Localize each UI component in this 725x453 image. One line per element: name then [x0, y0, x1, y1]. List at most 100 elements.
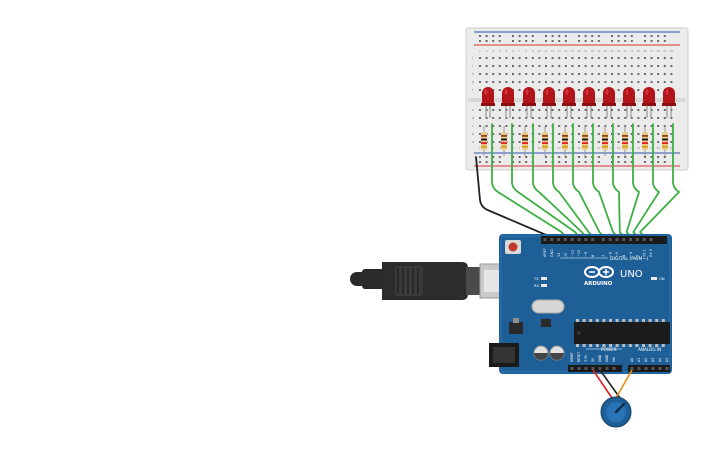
terminal-hole[interactable] [564, 81, 567, 83]
digital-pin[interactable] [550, 238, 554, 241]
resistor-10[interactable] [662, 126, 668, 156]
rail-hole[interactable] [624, 156, 627, 158]
terminal-hole[interactable] [670, 57, 673, 59]
digital-pin[interactable] [570, 238, 574, 241]
terminal-hole[interactable] [663, 117, 666, 119]
rail-hole[interactable] [584, 161, 587, 163]
rail-hole[interactable] [578, 40, 580, 42]
terminal-hole[interactable] [558, 57, 561, 59]
rail-hole[interactable] [518, 156, 521, 158]
wire-pot-gnd[interactable] [599, 369, 621, 399]
terminal-hole[interactable] [584, 81, 587, 83]
terminal-hole[interactable] [630, 65, 633, 67]
rail-hole[interactable] [630, 35, 633, 37]
terminal-hole[interactable] [518, 117, 521, 119]
terminal-hole[interactable] [630, 125, 633, 127]
terminal-hole[interactable] [498, 65, 501, 67]
rail-hole[interactable] [630, 156, 633, 158]
digital-pin[interactable] [563, 238, 567, 241]
rail-hole[interactable] [663, 156, 666, 158]
terminal-hole[interactable] [644, 73, 646, 75]
terminal-hole[interactable] [551, 65, 554, 67]
terminal-hole[interactable] [604, 109, 607, 111]
terminal-hole[interactable] [479, 117, 481, 119]
terminal-hole[interactable] [538, 117, 541, 119]
rail-hole[interactable] [644, 40, 646, 42]
terminal-hole[interactable] [518, 125, 521, 127]
terminal-hole[interactable] [538, 125, 541, 127]
terminal-hole[interactable] [525, 57, 528, 59]
terminal-hole[interactable] [597, 125, 600, 127]
rail-hole[interactable] [650, 156, 653, 158]
terminal-hole[interactable] [518, 133, 521, 135]
terminal-hole[interactable] [512, 133, 514, 135]
resistor-3[interactable] [522, 126, 528, 156]
terminal-hole[interactable] [604, 73, 607, 75]
terminal-hole[interactable] [624, 81, 627, 83]
rail-hole[interactable] [584, 35, 587, 37]
terminal-hole[interactable] [611, 117, 613, 119]
terminal-hole[interactable] [637, 65, 640, 67]
terminal-hole[interactable] [644, 81, 646, 83]
terminal-hole[interactable] [617, 133, 620, 135]
terminal-hole[interactable] [591, 65, 594, 67]
terminal-hole[interactable] [538, 141, 541, 143]
terminal-hole[interactable] [545, 125, 547, 127]
terminal-hole[interactable] [531, 65, 534, 67]
led-1[interactable] [481, 87, 495, 118]
rail-hole[interactable] [498, 161, 501, 163]
rail-hole[interactable] [485, 156, 488, 158]
terminal-hole[interactable] [597, 133, 600, 135]
terminal-hole[interactable] [525, 81, 528, 83]
terminal-hole[interactable] [518, 81, 521, 83]
terminal-hole[interactable] [551, 109, 554, 111]
rail-hole[interactable] [597, 35, 600, 37]
terminal-hole[interactable] [617, 81, 620, 83]
rail-hole[interactable] [558, 35, 561, 37]
terminal-hole[interactable] [591, 81, 594, 83]
rail-hole[interactable] [663, 40, 666, 42]
terminal-hole[interactable] [485, 73, 488, 75]
terminal-hole[interactable] [584, 57, 587, 59]
terminal-hole[interactable] [597, 73, 600, 75]
terminal-hole[interactable] [617, 109, 620, 111]
terminal-hole[interactable] [584, 125, 587, 127]
power-pin[interactable] [605, 367, 609, 370]
terminal-hole[interactable] [492, 133, 495, 135]
power-pin[interactable] [584, 367, 588, 370]
terminal-hole[interactable] [479, 65, 481, 67]
terminal-hole[interactable] [525, 109, 528, 111]
terminal-hole[interactable] [597, 81, 600, 83]
digital-pin[interactable] [642, 238, 646, 241]
terminal-hole[interactable] [479, 125, 481, 127]
digital-pin[interactable] [591, 238, 595, 241]
terminal-hole[interactable] [479, 81, 481, 83]
digital-pin[interactable] [622, 238, 626, 241]
terminal-hole[interactable] [624, 109, 627, 111]
terminal-hole[interactable] [578, 65, 580, 67]
terminal-hole[interactable] [505, 81, 508, 83]
terminal-hole[interactable] [663, 65, 666, 67]
terminal-hole[interactable] [650, 57, 653, 59]
terminal-hole[interactable] [637, 125, 640, 127]
terminal-hole[interactable] [558, 141, 561, 143]
terminal-hole[interactable] [571, 109, 574, 111]
digital-pin[interactable] [543, 238, 547, 241]
terminal-hole[interactable] [512, 57, 514, 59]
rail-hole[interactable] [657, 40, 660, 42]
rail-hole[interactable] [657, 161, 660, 163]
analog-pin[interactable] [658, 367, 662, 370]
rail-hole[interactable] [597, 40, 600, 42]
terminal-hole[interactable] [485, 65, 488, 67]
terminal-hole[interactable] [670, 73, 673, 75]
terminal-hole[interactable] [611, 57, 613, 59]
terminal-hole[interactable] [492, 73, 495, 75]
terminal-hole[interactable] [518, 109, 521, 111]
rail-hole[interactable] [630, 161, 633, 163]
terminal-hole[interactable] [591, 73, 594, 75]
terminal-hole[interactable] [604, 57, 607, 59]
terminal-hole[interactable] [584, 65, 587, 67]
terminal-hole[interactable] [479, 133, 481, 135]
terminal-hole[interactable] [492, 141, 495, 143]
terminal-hole[interactable] [611, 73, 613, 75]
